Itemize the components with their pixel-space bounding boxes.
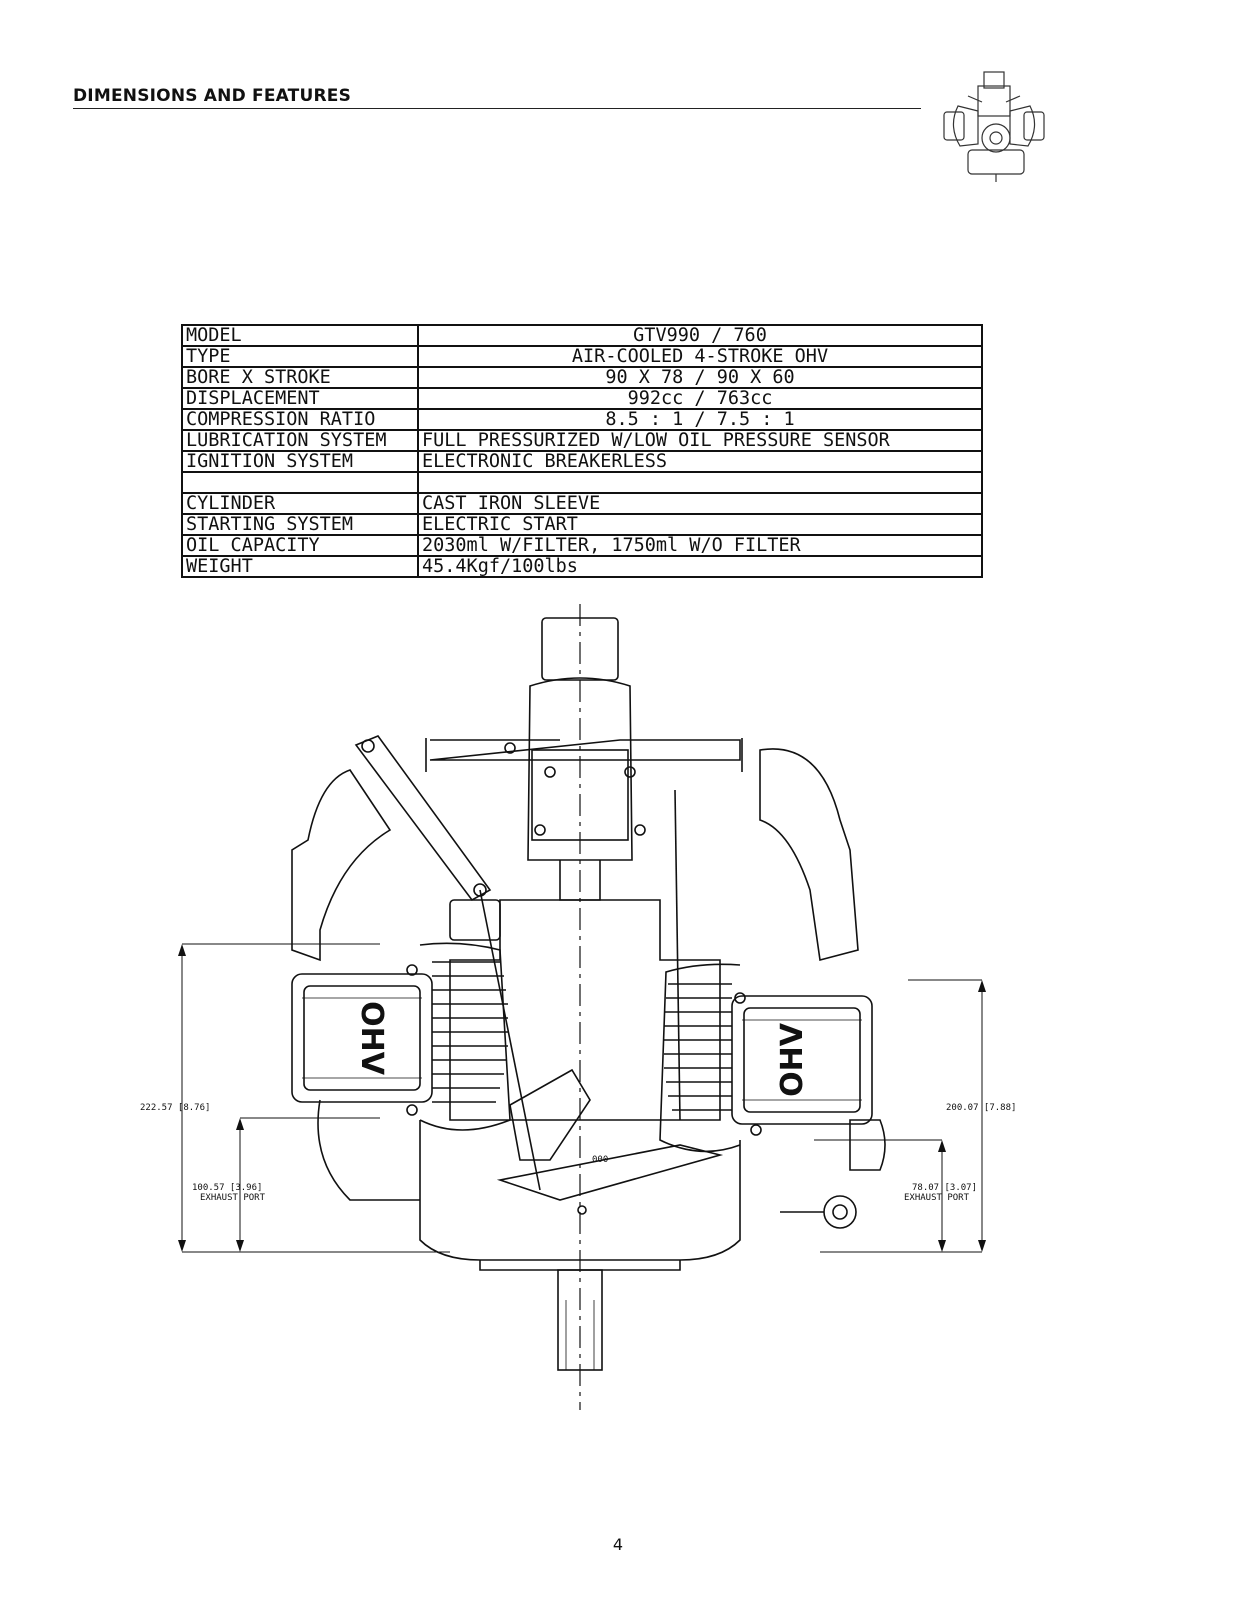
spec-value: 992cc / 763cc [417, 387, 983, 410]
page-number: 4 [612, 1535, 624, 1554]
spec-label: CYLINDER [181, 492, 419, 515]
spec-value [417, 471, 983, 494]
dim-right-total: 200.07 [7.88] [946, 1103, 1016, 1113]
spec-label: LUBRICATION SYSTEM [181, 429, 419, 452]
spec-label [181, 471, 419, 494]
spec-label: IGNITION SYSTEM [181, 450, 419, 473]
engine-front-view-drawing: OHV OHV 000 222.57 [8.76] 100.57 [3.96] … [140, 604, 1016, 1410]
spec-value: ELECTRONIC BREAKERLESS [417, 450, 983, 473]
spec-value: FULL PRESSURIZED W/LOW OIL PRESSURE SENS… [417, 429, 983, 452]
spec-label: STARTING SYSTEM [181, 513, 419, 536]
spec-value: ELECTRIC START [417, 513, 983, 536]
spec-label: WEIGHT [181, 555, 419, 578]
dim-right-exhaust-label: EXHAUST PORT [904, 1193, 970, 1203]
dim-left-total: 222.57 [8.76] [140, 1103, 210, 1113]
dim-right-exhaust-value: 78.07 [3.07] [912, 1183, 977, 1193]
left-cover-label: OHV [354, 1001, 389, 1076]
spec-label: TYPE [181, 345, 419, 368]
spec-label: OIL CAPACITY [181, 534, 419, 557]
engine-thumbnail-icon [943, 71, 1045, 182]
right-cover-label: OHV [775, 1022, 810, 1097]
spec-row [181, 471, 983, 494]
spec-label: MODEL [181, 324, 419, 347]
spec-value: AIR-COOLED 4-STROKE OHV [417, 345, 983, 368]
linkage-mark: 000 [592, 1155, 608, 1165]
spec-value: 45.4Kgf/100lbs [417, 555, 983, 578]
dim-left-exhaust-label: EXHAUST PORT [200, 1193, 266, 1203]
spec-label: COMPRESSION RATIO [181, 408, 419, 431]
page-title: DIMENSIONS AND FEATURES [73, 86, 352, 106]
spec-value: 8.5 : 1 / 7.5 : 1 [417, 408, 983, 431]
spec-value: 90 X 78 / 90 X 60 [417, 366, 983, 389]
spec-label: BORE X STROKE [181, 366, 419, 389]
spec-value: GTV990 / 760 [417, 324, 983, 347]
dim-left-exhaust-value: 100.57 [3.96] [192, 1183, 262, 1193]
spec-value: CAST IRON SLEEVE [417, 492, 983, 515]
header-rule [73, 108, 921, 109]
spec-value: 2030ml W/FILTER, 1750ml W/O FILTER [417, 534, 983, 557]
spec-label: DISPLACEMENT [181, 387, 419, 410]
